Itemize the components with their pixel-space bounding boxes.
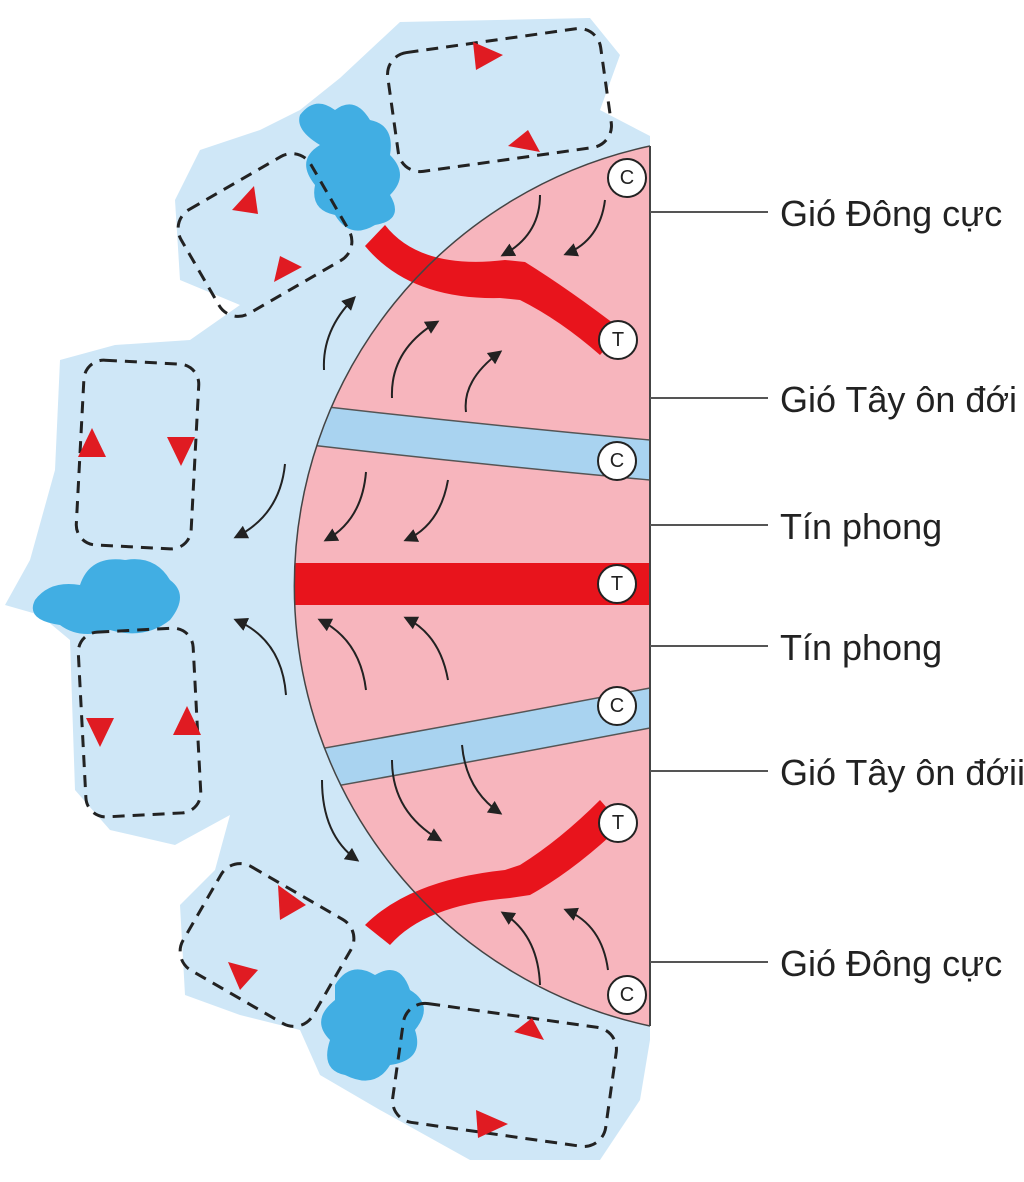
equatorial-low-belt [294, 563, 650, 605]
label-westerlies-south: Gió Tây ôn đớii [780, 752, 1024, 793]
svg-text:T: T [611, 573, 623, 595]
westerly-arrow [461, 744, 503, 815]
trade-wind-arrow [317, 618, 367, 691]
trade-wind-arrow [403, 616, 449, 681]
trade-wind-arrow [233, 463, 286, 539]
cell-arrow [173, 706, 201, 735]
svg-text:C: C [610, 450, 624, 472]
polar-easterly-arrow [563, 199, 606, 257]
svg-text:C: C [620, 984, 634, 1006]
hemisphere-outline [293, 145, 651, 1027]
cell-arrow [508, 130, 540, 152]
westerly-arrow [464, 350, 503, 413]
cell-arrow [232, 186, 258, 214]
cell-arrow [278, 885, 306, 920]
hemisphere: C T C T C T C [233, 145, 651, 1027]
circulation-cell [178, 862, 356, 1028]
label-westerlies-north: Gió Tây ôn đới [780, 379, 1017, 420]
label-trade-winds-south: Tín phong [780, 627, 942, 668]
low-pressure-marker: T [598, 320, 638, 360]
westerly-arrow [390, 320, 440, 399]
westerly-arrow [391, 759, 443, 842]
cell-arrow [476, 1110, 508, 1138]
circulation-cell [386, 27, 613, 174]
label-polar-easterlies-north: Gió Đông cực [780, 193, 1002, 234]
cell-arrow [78, 428, 106, 457]
high-pressure-marker: C [597, 686, 637, 726]
polar-easterly-arrow [500, 194, 541, 257]
svg-text:T: T [612, 329, 624, 351]
cell-arrow [473, 42, 503, 70]
circulation-cell [74, 358, 201, 551]
trade-wind-arrow [233, 618, 287, 696]
high-pressure-marker: C [597, 441, 637, 481]
circulation-cell [391, 1001, 618, 1148]
circulation-cell [76, 626, 203, 819]
subpolar-low-belt-north [365, 225, 622, 355]
trade-wind-arrow [323, 471, 367, 542]
cell-arrow [514, 1018, 544, 1040]
westerly-arrow [321, 779, 360, 862]
legend-labels: Gió Đông cực Gió Tây ôn đới Tín phong Tí… [650, 193, 1024, 984]
svg-text:T: T [612, 812, 624, 834]
high-pressure-marker: C [607, 158, 647, 198]
cell-arrow [274, 256, 302, 282]
polar-easterly-arrow [500, 911, 541, 986]
circulation-cell [176, 152, 354, 318]
cloud-middle [32, 559, 181, 634]
polar-easterly-arrow [563, 907, 609, 971]
cell-arrow [86, 718, 114, 747]
svg-text:C: C [620, 167, 634, 189]
low-pressure-marker: T [598, 803, 638, 843]
high-pressure-marker: C [607, 975, 647, 1015]
label-polar-easterlies-south: Gió Đông cực [780, 943, 1002, 984]
svg-text:C: C [610, 695, 624, 717]
westerly-arrow [322, 296, 356, 371]
cell-arrow [228, 962, 258, 990]
low-pressure-marker: T [597, 564, 637, 604]
label-trade-winds-north: Tín phong [780, 506, 942, 547]
cloud-top [299, 103, 400, 231]
trade-wind-arrow [403, 479, 449, 542]
subpolar-low-belt-south [365, 800, 622, 945]
cell-arrow [167, 437, 195, 466]
